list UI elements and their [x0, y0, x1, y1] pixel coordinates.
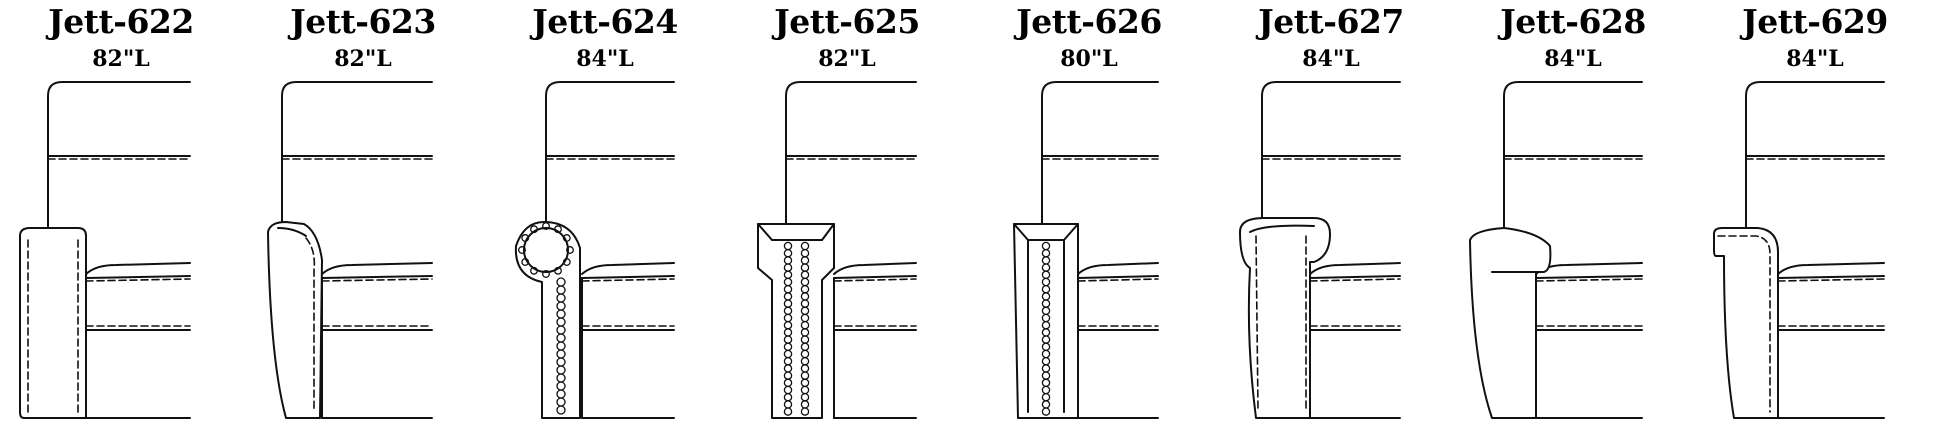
seat-stitch-top: [833, 278, 917, 282]
arm-illustration-625: [757, 81, 917, 419]
arm-illustration-623: [267, 81, 433, 419]
arm-style-item-628: Jett-628 84"L: [1452, 0, 1694, 425]
nailhead-stud: [556, 405, 566, 415]
arm-illustration-629: [1713, 81, 1885, 419]
seat-stitch-top: [581, 278, 675, 282]
nailhead-stud: [530, 225, 538, 234]
arm-illustration-626: [1013, 81, 1159, 419]
model-name: Jett-626: [1016, 2, 1162, 41]
arm-illustration-628: [1469, 81, 1643, 419]
nailhead-stud: [530, 266, 538, 275]
seat-cushion-top: [321, 262, 433, 275]
model-length: 80"L: [1060, 46, 1118, 72]
arm-style-item-627: Jett-627 84"L: [1210, 0, 1452, 425]
nailhead-stud: [542, 222, 550, 230]
nailhead-stud: [521, 258, 530, 266]
sofa-back-outline: [1261, 81, 1401, 233]
slope-arm-outline: [267, 221, 323, 419]
sofa-back-outline: [1041, 81, 1159, 233]
model-name: Jett-623: [290, 2, 436, 41]
sofa-back-outline: [1745, 81, 1885, 233]
model-length: 84"L: [576, 46, 634, 72]
arm-style-item-629: Jett-629 84"L: [1694, 0, 1936, 425]
arm-bevel-lines: [757, 223, 835, 241]
seat-cushion-edge: [581, 275, 675, 279]
model-name: Jett-627: [1258, 2, 1404, 41]
nailhead-stud: [783, 407, 793, 416]
model-name: Jett-629: [1742, 2, 1888, 41]
box-arm-outline: [757, 223, 835, 419]
model-name: Jett-624: [532, 2, 678, 41]
arm-bevel-lines: [1013, 223, 1079, 241]
arm-illustration-627: [1239, 81, 1401, 419]
seat-cushion-top: [1077, 262, 1159, 275]
seat-cushion-edge: [1077, 275, 1159, 279]
seat-cushion-edge: [1535, 275, 1643, 279]
nailhead-stud: [1041, 407, 1051, 416]
sofa-back-outline: [47, 81, 191, 233]
seat-stitch-top: [1077, 278, 1159, 282]
model-length: 82"L: [818, 46, 876, 72]
nailhead-stud: [800, 407, 810, 416]
sofa-back-outline: [1503, 81, 1643, 233]
arm-stitch-line: [1717, 235, 1771, 413]
seat-cushion-edge: [321, 275, 433, 279]
model-name: Jett-628: [1500, 2, 1646, 41]
track-arm-outline: [19, 227, 87, 419]
pillow-arm-outline: [1239, 217, 1331, 419]
model-name: Jett-622: [48, 2, 194, 41]
nailhead-stud: [518, 246, 526, 254]
model-length: 82"L: [334, 46, 392, 72]
seat-cushion-top: [833, 262, 917, 275]
seat-stitch-top: [321, 278, 433, 282]
seat-stitch-top: [1777, 278, 1885, 282]
model-length: 84"L: [1544, 46, 1602, 72]
arm-style-item-623: Jett-623 82"L: [242, 0, 484, 425]
arm-illustration-622: [19, 81, 191, 419]
seat-stitch-top: [85, 278, 191, 282]
rolled-arm-outline: [514, 221, 581, 419]
arm-top-curve: [277, 227, 307, 237]
model-name: Jett-625: [774, 2, 920, 41]
seat-cushion-top: [85, 262, 191, 275]
nailhead-stud: [554, 225, 562, 234]
wedge-arm-outline: [1469, 227, 1552, 419]
arm-scroll-ring: [523, 227, 569, 273]
seat-cushion-edge: [1777, 275, 1885, 279]
sofa-back-outline: [545, 81, 675, 233]
nailhead-stud: [542, 270, 550, 278]
seat-stitch-top: [1309, 278, 1401, 282]
arm-illustration-624: [514, 81, 675, 419]
nailhead-stud: [562, 234, 571, 242]
arm-pillow-fold: [1249, 224, 1315, 233]
model-length: 84"L: [1786, 46, 1844, 72]
seat-cushion-top: [1535, 262, 1643, 275]
arm-stitch-line: [305, 237, 316, 411]
arm-style-item-622: Jett-622 82"L: [0, 0, 242, 425]
model-length: 82"L: [92, 46, 150, 72]
nailhead-stud: [566, 246, 574, 254]
model-length: 84"L: [1302, 46, 1360, 72]
shelter-arm-outline: [1713, 227, 1779, 419]
seat-cushion-edge: [85, 275, 191, 279]
arm-style-item-624: Jett-624 84"L: [484, 0, 726, 425]
sofa-back-outline: [785, 81, 917, 233]
nailhead-stud: [554, 266, 562, 275]
seat-cushion-top: [581, 262, 675, 275]
arm-panel-sides: [1027, 239, 1065, 413]
nailhead-stud: [562, 258, 571, 266]
arm-stitch-left: [1255, 235, 1259, 411]
arm-style-item-625: Jett-625 82"L: [726, 0, 968, 425]
seat-cushion-top: [1777, 262, 1885, 275]
seat-cushion-edge: [833, 275, 917, 279]
arm-style-item-626: Jett-626 80"L: [968, 0, 1210, 425]
seat-stitch-top: [1535, 278, 1643, 282]
seat-cushion-top: [1309, 262, 1401, 275]
nailhead-stud: [521, 234, 530, 242]
seat-cushion-edge: [1309, 275, 1401, 279]
sofa-back-outline: [281, 81, 433, 233]
